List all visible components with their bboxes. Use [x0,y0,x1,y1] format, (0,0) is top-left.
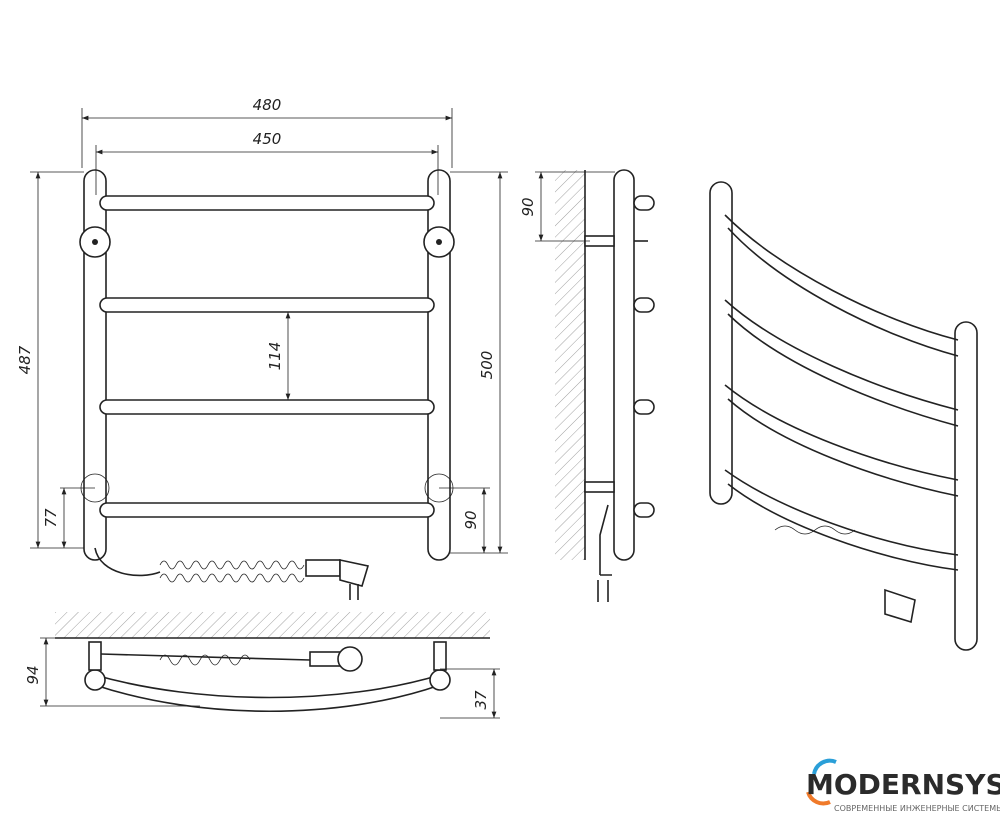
right-pole [427,169,451,561]
dim-bottom-offset-right: 90 [462,510,480,529]
power-cord [94,547,161,577]
towel-bar [99,502,435,518]
top-plug [337,646,363,672]
coiled-cord-lower [159,573,305,583]
top-cord [159,654,251,666]
towel-bar [99,297,435,313]
curved-bar [724,384,959,497]
side-pole [613,169,635,561]
front-view: 480 450 487 77 114 500 90 [16,96,508,600]
logo-name: MODERNSYS [806,768,1000,801]
perspective-plug [884,588,916,624]
side-view: 90 [519,169,655,602]
top-view: 94 37 [24,612,500,719]
perspective-cord [774,525,856,535]
dim-bar-spacing: 114 [266,342,284,371]
towel-bar [99,195,435,211]
perspective-pole [709,181,733,505]
curved-bar [724,299,959,427]
curved-bar [724,469,959,571]
coiled-cord [159,560,305,570]
left-pole [83,169,107,561]
side-plug [599,504,612,576]
perspective-pole [954,321,978,651]
dim-side-top-offset: 90 [519,197,537,216]
wall-bracket [79,226,111,258]
dim-bottom-offset-left: 77 [42,508,60,528]
perspective-view [709,181,978,651]
dim-overall-width: 480 [253,96,282,114]
plug-icon [305,559,370,600]
wall-bracket [423,226,455,258]
curved-bar [724,214,959,357]
dim-overall-height: 487 [16,345,34,374]
dim-bar-width: 450 [253,130,282,148]
dim-top-offset: 37 [472,690,490,710]
top-bar [94,674,441,712]
dim-top-depth: 94 [24,665,42,684]
brand-logo: MODERNSYS СОВРЕМЕННЫЕ ИНЖЕНЕРНЫЕ СИСТЕМЫ [806,758,1000,813]
dim-mount-height: 500 [478,351,496,380]
towel-bar [99,399,435,415]
logo-tagline: СОВРЕМЕННЫЕ ИНЖЕНЕРНЫЕ СИСТЕМЫ [834,804,1000,813]
